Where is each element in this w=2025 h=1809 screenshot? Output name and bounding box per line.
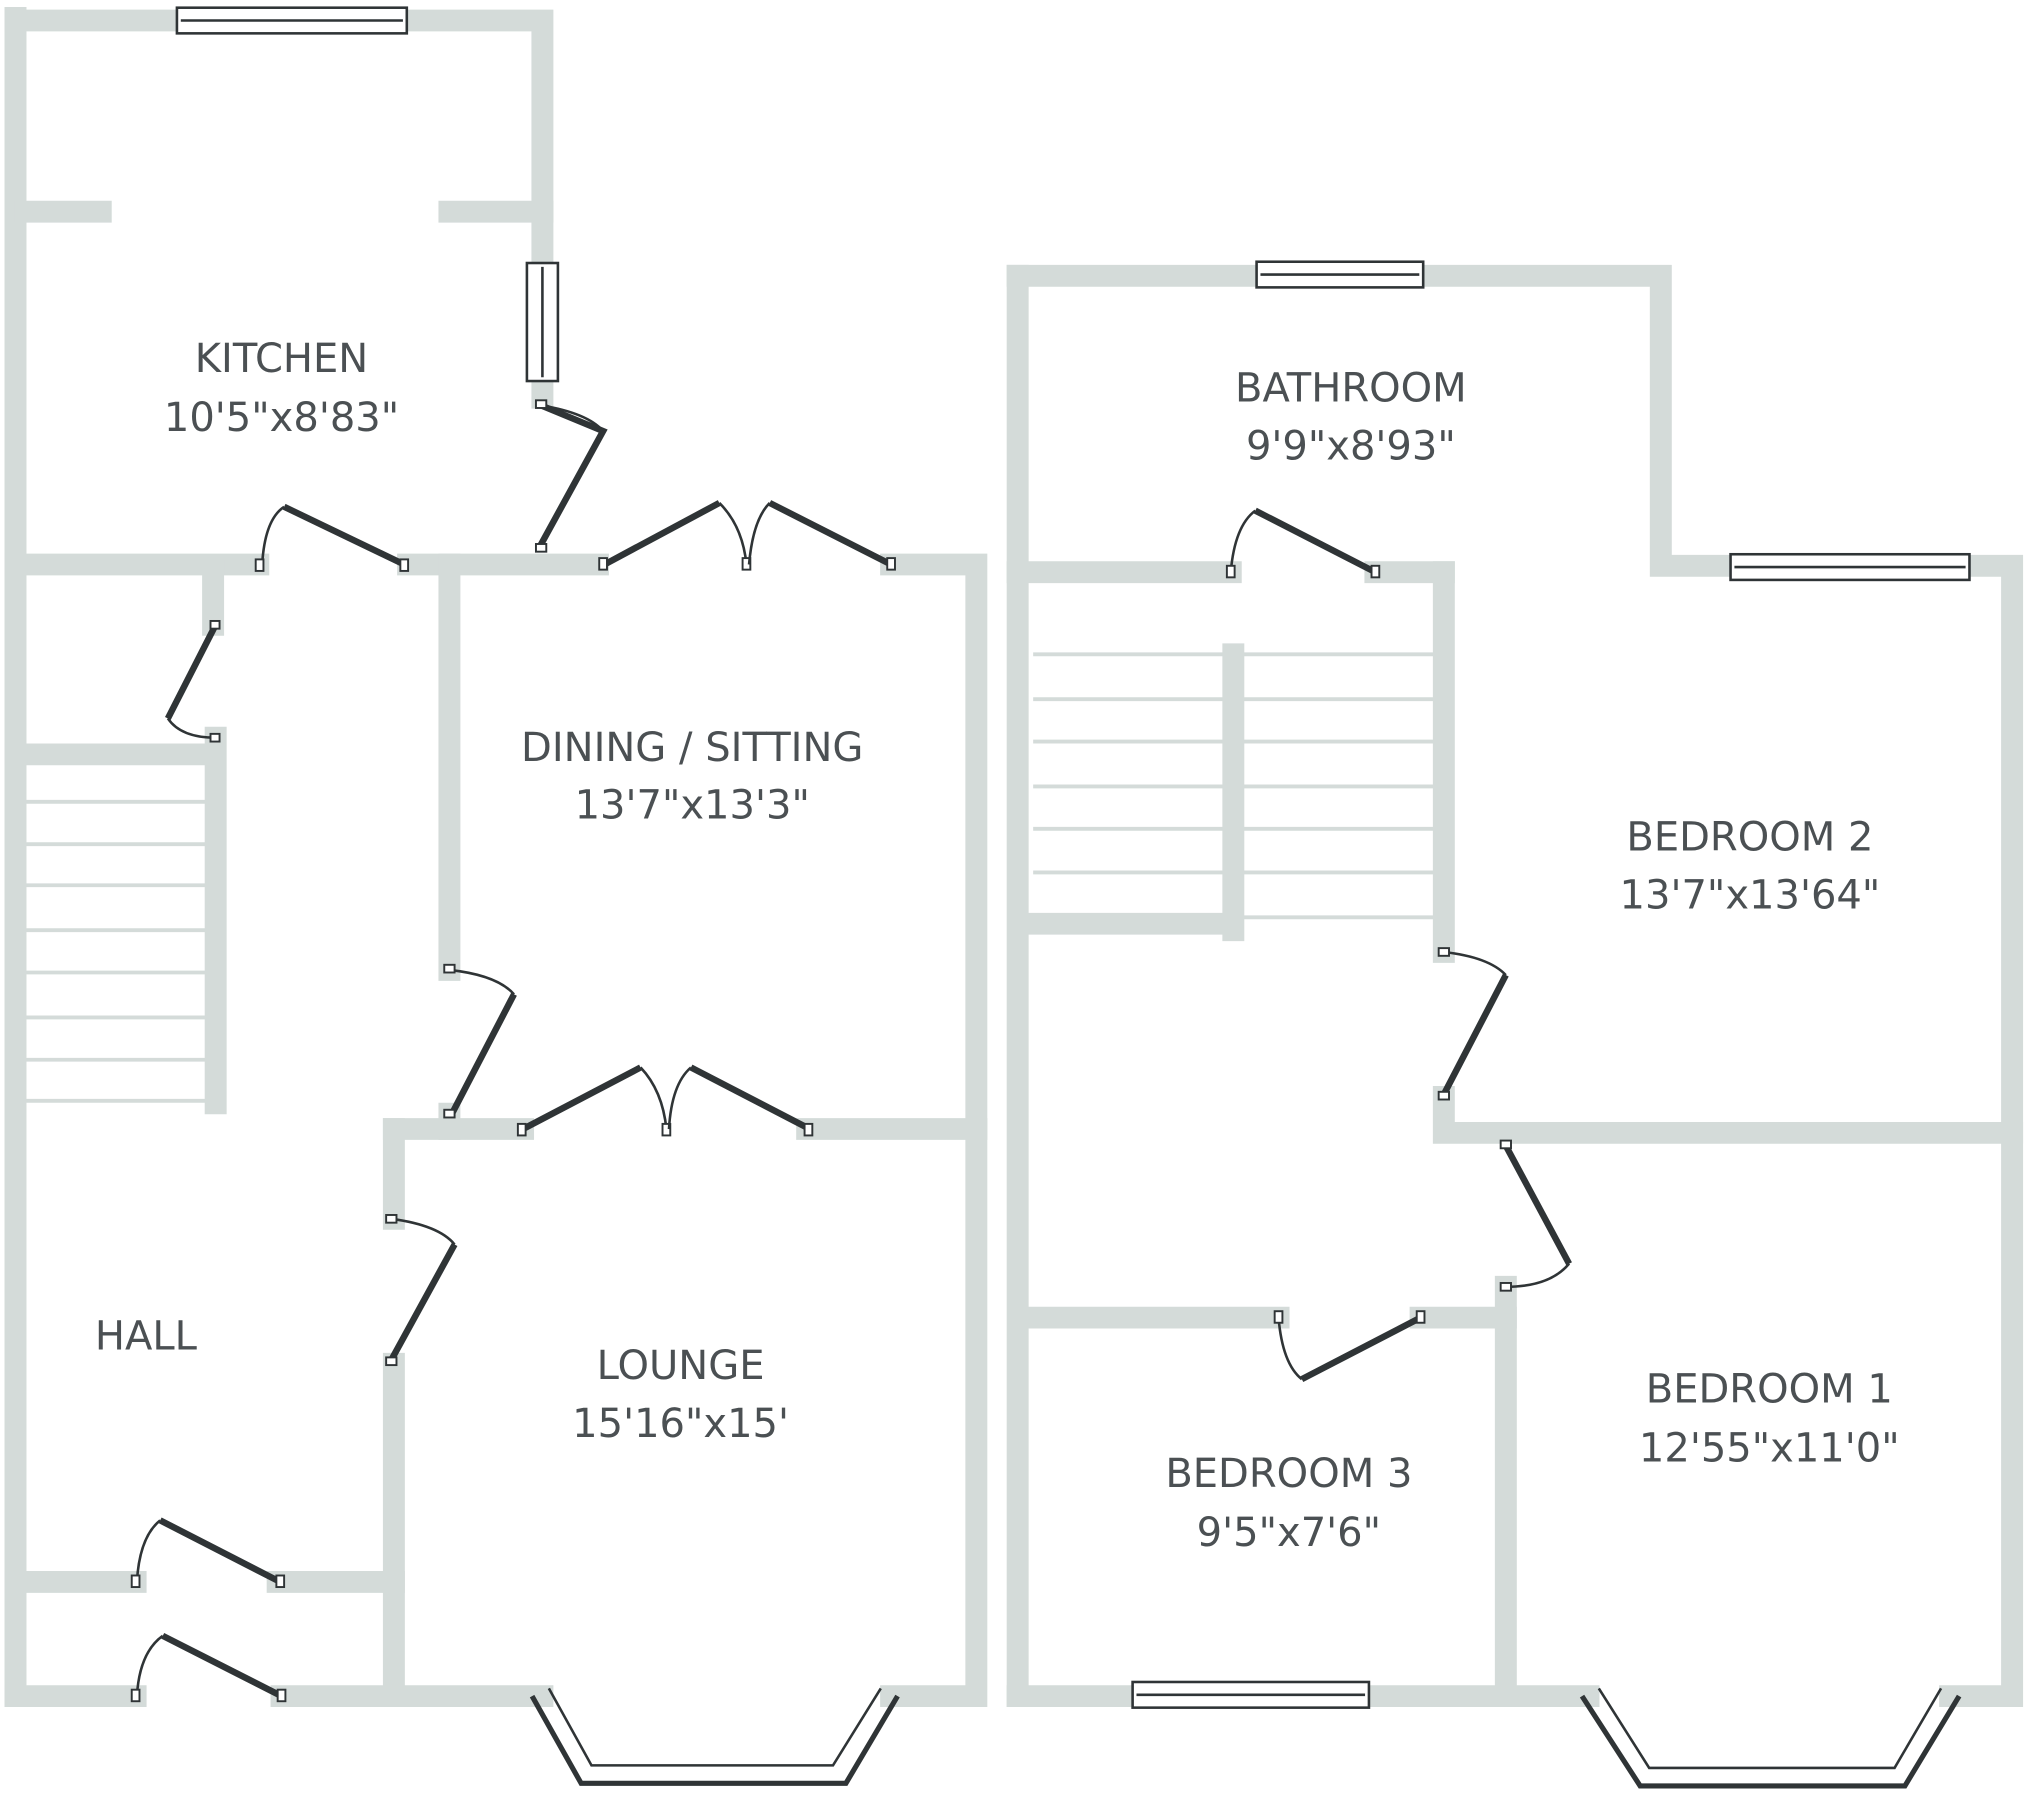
bedroom2-name: BEDROOM 2	[1626, 815, 1873, 861]
bedroom2-size: 13'7"x13'64"	[1620, 872, 1881, 918]
ground-floor-stairs	[25, 799, 207, 1103]
bedroom1-bay-window	[1579, 1687, 1962, 1789]
first-floor-stairs	[1033, 652, 1434, 920]
lounge-bay-window	[529, 1687, 900, 1786]
bedroom3-size: 9'5"x7'6"	[1197, 1510, 1381, 1556]
bathroom-size: 9'9"x8'93"	[1246, 423, 1456, 469]
kitchen-name: KITCHEN	[195, 336, 368, 382]
bedroom1-name: BEDROOM 1	[1646, 1366, 1893, 1412]
kitchen-size: 10'5"x8'83"	[164, 395, 399, 441]
ground-floor-walls	[4, 7, 988, 1708]
bedroom3-name: BEDROOM 3	[1165, 1451, 1412, 1497]
lounge-name: LOUNGE	[597, 1343, 765, 1389]
windows	[175, 6, 1971, 1789]
bedroom1-size: 12'55"x11'0"	[1639, 1425, 1900, 1471]
doors	[130, 399, 1572, 1703]
hall-name: HALL	[95, 1314, 198, 1360]
bathroom-name: BATHROOM	[1235, 366, 1467, 412]
first-floor-walls	[1006, 264, 2024, 1708]
dining-size: 13'7"x13'3"	[575, 783, 810, 829]
lounge-size: 15'16"x15'	[572, 1401, 789, 1447]
room-labels: KITCHEN 10'5"x8'83" DINING / SITTING 13'…	[95, 336, 1900, 1556]
dining-name: DINING / SITTING	[521, 725, 863, 771]
